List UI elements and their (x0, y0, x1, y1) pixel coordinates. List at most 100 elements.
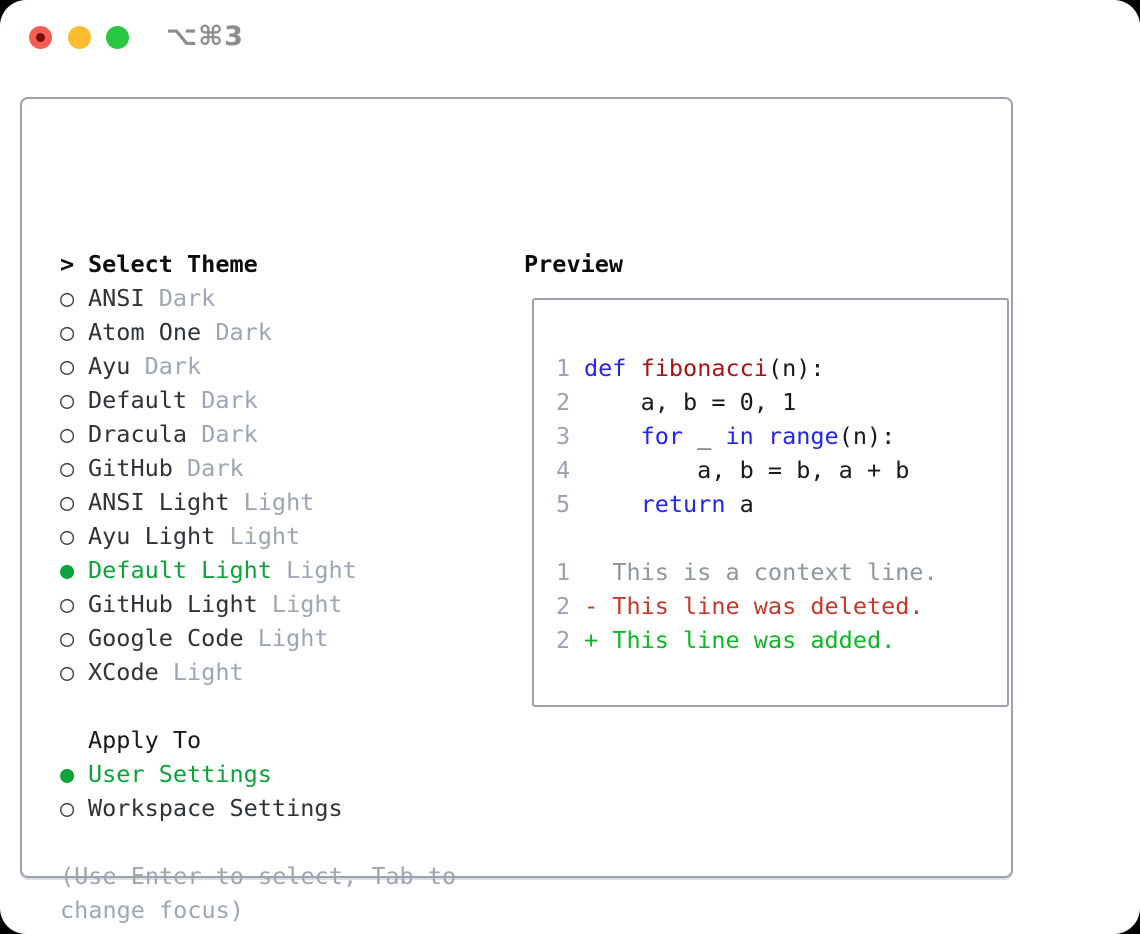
theme-name: ANSI Light (88, 488, 230, 516)
code-token-keyword: def (584, 354, 627, 382)
theme-option-atom-one[interactable]: ○ Atom One Dark (60, 315, 456, 349)
code-token-plain (754, 422, 768, 450)
theme-variant: Dark (201, 318, 272, 346)
radio-unselected-icon: ○ (60, 386, 75, 414)
line-number: 3 (556, 422, 571, 450)
radio-unselected-icon: ○ (60, 352, 75, 380)
theme-option-ansi[interactable]: ○ ANSI Dark (60, 281, 456, 315)
diff-line: 2 + This line was added. (556, 623, 1007, 657)
apply-option-label: User Settings (88, 760, 272, 788)
theme-option-xcode[interactable]: ○ XCode Light (60, 655, 456, 689)
apply-option-user-settings[interactable]: ●User Settings (60, 757, 456, 791)
line-number: 5 (556, 490, 571, 518)
diff-line: 2 - This line was deleted. (556, 589, 1007, 623)
code-token-plain: (n): (838, 422, 896, 450)
theme-option-ayu[interactable]: ○ Ayu Dark (60, 349, 456, 383)
radio-unselected-icon: ○ (60, 420, 75, 448)
code-line: 5 return a (556, 487, 1007, 521)
focus-chevron-icon: > (60, 250, 75, 278)
line-number: 2 (556, 592, 571, 620)
radio-unselected-icon: ○ (60, 624, 75, 652)
theme-variant: Light (271, 556, 357, 584)
theme-selector-column: >Select Theme ○ANSI Dark○Atom One Dark○A… (60, 247, 456, 927)
theme-option-github[interactable]: ○ GitHub Dark (60, 451, 456, 485)
preview-header: Preview (524, 250, 624, 278)
radio-unselected-icon: ○ (60, 318, 75, 346)
apply-to-header: Apply To (60, 723, 456, 757)
theme-variant: Dark (144, 284, 216, 312)
radio-unselected-icon: ○ (60, 454, 75, 482)
line-number: 4 (556, 456, 571, 484)
theme-name: Ayu Light (88, 522, 216, 550)
code-token-plain (584, 422, 641, 450)
radio-unselected-icon: ○ (60, 658, 75, 686)
code-token-plain: a, b = 0, 1 (584, 388, 797, 416)
code-token-keyword: for (640, 422, 684, 450)
code-token-plain: (n): (767, 354, 825, 382)
code-line: 4 a, b = b, a + b (556, 453, 1007, 487)
line-number: 2 (556, 626, 571, 654)
apply-to-section: Apply To ●User Settings ○ Workspace Settin… (60, 723, 456, 825)
theme-name: GitHub Light (88, 590, 258, 618)
theme-name: Atom One (88, 318, 202, 346)
code-line: 2 a, b = 0, 1 (556, 385, 1007, 419)
code-token-keyword: range (767, 422, 839, 450)
code-token-plain (584, 490, 641, 518)
theme-option-ayu-light[interactable]: ○Ayu Light Light (60, 519, 456, 553)
theme-name: Ayu (88, 352, 131, 380)
theme-variant: Light (215, 522, 301, 550)
theme-variant: Dark (130, 352, 202, 380)
theme-name: XCode (88, 658, 159, 686)
theme-name: Dracula (88, 420, 188, 448)
apply-option-label: Workspace Settings (88, 794, 343, 822)
radio-unselected-icon: ○ (60, 590, 75, 618)
select-theme-label: Select Theme (88, 250, 258, 278)
code-token-added: + This line was added. (584, 626, 896, 654)
theme-name: GitHub (88, 454, 173, 482)
code-line: 1 def fibonacci(n): (556, 351, 1007, 385)
theme-variant: Light (257, 590, 343, 618)
code-line: 3 for _ in range(n): (556, 419, 1007, 453)
radio-unselected-icon: ○ (60, 488, 75, 516)
theme-variant: Dark (187, 386, 258, 414)
help-text-line: (Use Enter to select, Tab to (60, 862, 457, 890)
close-button-icon[interactable] (29, 26, 52, 49)
theme-option-default-light[interactable]: ●Default Light Light (60, 553, 456, 587)
theme-option-google-code[interactable]: ○Google Code Light (60, 621, 456, 655)
minimize-button-icon[interactable] (68, 26, 91, 49)
theme-option-github-light[interactable]: ○ GitHub Light Light (60, 587, 456, 621)
code-token-plain: a (725, 490, 754, 518)
code-token-deleted: - This line was deleted. (584, 592, 924, 620)
theme-option-dracula[interactable]: ○Dracula Dark (60, 417, 456, 451)
theme-variant: Dark (172, 454, 244, 482)
window-title: ⌥⌘3 (166, 21, 244, 52)
line-number: 1 (556, 354, 571, 382)
theme-name: Google Code (88, 624, 244, 652)
apply-to-label: Apply To (88, 726, 202, 754)
code-token-keyword: in (725, 422, 754, 450)
zoom-button-icon[interactable] (106, 26, 129, 49)
diff-preview: 1 This is a context line. 2 - This line wa… (556, 555, 1007, 657)
code-token-plain: _ (683, 422, 726, 450)
help-text: (Use Enter to select, Tab to change focus… (60, 859, 456, 927)
code-token-context: This is a context line. (584, 558, 938, 586)
apply-option-workspace-settings[interactable]: ○ Workspace Settings (60, 791, 456, 825)
radio-unselected-icon: ○ (60, 794, 75, 822)
help-text-line: change focus) (60, 896, 244, 924)
code-token-plain: a, b = b, a + b (584, 456, 910, 484)
select-theme-header: > Select Theme (60, 247, 456, 281)
radio-unselected-icon: ○ (60, 284, 75, 312)
code-token-function: fibonacci (640, 354, 768, 382)
line-number: 1 (556, 558, 571, 586)
line-number: 2 (556, 388, 571, 416)
radio-selected-icon: ● (60, 556, 75, 584)
theme-option-default[interactable]: ○ Default Dark (60, 383, 456, 417)
theme-list: ○ ANSI Dark ○ Atom One Dark ○ Ayu Dark ○ Defaul… (60, 281, 456, 689)
theme-name: ANSI (88, 284, 145, 312)
theme-variant: Light (158, 658, 244, 686)
theme-option-ansi-light[interactable]: ○ANSI Light Light (60, 485, 456, 519)
theme-name: Default (88, 386, 188, 414)
